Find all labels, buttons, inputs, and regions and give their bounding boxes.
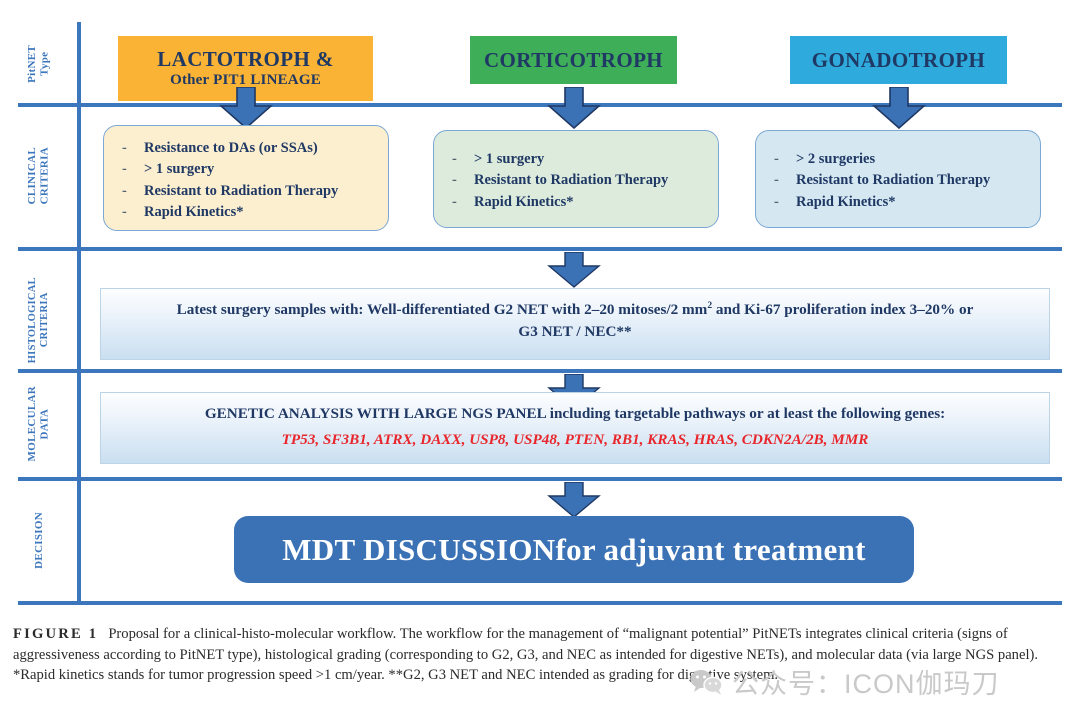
criteria-item: - > 2 surgeries xyxy=(774,149,1030,170)
type-title: LACTOTROPH & xyxy=(157,47,334,72)
criteria-box-lactotroph[interactable]: -Resistance to DAs (or SSAs) -> 1 surger… xyxy=(103,125,389,231)
row-label-pitnet-type: PitNET Type xyxy=(0,24,78,103)
dash-bullet: - xyxy=(122,204,127,221)
figure-number-label: FIGURE 1 xyxy=(13,626,99,642)
row-label-text: MOLECULAR DATA xyxy=(26,386,51,462)
arrow-molecular-to-decision xyxy=(547,482,601,518)
criteria-item: -Rapid Kinetics* xyxy=(122,202,378,223)
criteria-item: -Resistant to Radiation Therapy xyxy=(774,170,1030,191)
divider-row-type xyxy=(18,103,1062,107)
dash-bullet: - xyxy=(774,151,779,167)
dash-bullet: - xyxy=(452,172,457,189)
type-box-corticotroph[interactable]: CORTICOTROPH xyxy=(470,36,677,84)
molecular-data-band[interactable]: GENETIC ANALYSIS WITH LARGE NGS PANEL in… xyxy=(100,392,1050,464)
histological-line-1: Latest surgery samples with: Well-differ… xyxy=(127,299,1023,321)
type-title: GONADOTROPH xyxy=(811,47,986,72)
histological-superscript: 2 xyxy=(707,300,713,311)
criteria-item: - Resistance to DAs (or SSAs) xyxy=(122,138,378,159)
criteria-text: Resistant to Radiation Therapy xyxy=(144,182,339,199)
row-label-text: CLINICAL CRITERIA xyxy=(26,147,51,205)
divider-row-clinical xyxy=(18,247,1062,251)
figure-caption-text: Proposal for a clinical-histo-molecular … xyxy=(13,626,1039,684)
row-label-text: DECISION xyxy=(32,511,45,569)
criteria-item: -Rapid Kinetics* xyxy=(452,192,708,213)
dash-bullet: - xyxy=(122,182,127,199)
dash-bullet: - xyxy=(774,172,779,189)
criteria-text: Rapid Kinetics* xyxy=(796,193,896,210)
type-title: CORTICOTROPH xyxy=(483,47,664,72)
criteria-list: -> 2 surgeries -Resistant to Radiation T… xyxy=(774,149,1030,213)
arrow-clinical-to-histological xyxy=(547,252,601,288)
criteria-text: Rapid Kinetics* xyxy=(474,193,574,210)
row-label-histological-criteria: HISTOLOGICAL CRITERIA xyxy=(0,271,78,369)
arrow-corticotroph-down xyxy=(547,87,601,129)
histological-text-part1: Latest surgery samples with: Well-differ… xyxy=(176,301,708,318)
row-label-clinical-criteria: CLINICAL CRITERIA xyxy=(0,105,78,247)
criteria-list: -> 1 surgery -Resistant to Radiation The… xyxy=(452,149,708,213)
criteria-item: -Resistant to Radiation Therapy xyxy=(452,170,708,191)
criteria-item: - > 1 surgery xyxy=(452,149,708,170)
dash-bullet: - xyxy=(452,193,457,210)
histological-criteria-band[interactable]: Latest surgery samples with: Well-differ… xyxy=(100,288,1050,360)
criteria-text: > 2 surgeries xyxy=(796,151,876,167)
divider-row-molecular xyxy=(18,477,1062,481)
divider-row-histological xyxy=(18,369,1062,373)
type-box-gonadotroph[interactable]: GONADOTROPH xyxy=(790,36,1007,84)
arrow-lactotroph-down xyxy=(219,87,273,129)
mdt-rest-label: for adjuvant treatment xyxy=(555,531,866,567)
mdt-discussion-box[interactable]: MDT DISCUSSION for adjuvant treatment xyxy=(234,516,914,583)
criteria-box-gonadotroph[interactable]: -> 2 surgeries -Resistant to Radiation T… xyxy=(755,130,1041,228)
criteria-text: Resistant to Radiation Therapy xyxy=(796,172,991,189)
criteria-item: -Resistant to Radiation Therapy xyxy=(122,181,378,202)
criteria-text: Resistance to DAs (or SSAs) xyxy=(144,140,318,156)
dash-bullet: - xyxy=(774,193,779,210)
row-label-decision: DECISION xyxy=(0,479,78,601)
divider-vertical-labels xyxy=(77,22,81,605)
dash-bullet: - xyxy=(122,161,127,178)
criteria-item: -> 1 surgery xyxy=(122,159,378,180)
row-label-molecular-data: MOLECULAR DATA xyxy=(0,371,78,477)
criteria-text: > 1 surgery xyxy=(474,151,545,167)
criteria-text: Resistant to Radiation Therapy xyxy=(474,172,669,189)
row-label-text: PitNET Type xyxy=(26,44,51,83)
criteria-item: -Rapid Kinetics* xyxy=(774,192,1030,213)
row-label-text: HISTOLOGICAL CRITERIA xyxy=(26,276,50,364)
molecular-gene-list: TP53, SF3B1, ATRX, DAXX, USP8, USP48, PT… xyxy=(281,430,869,448)
histological-line-2: G3 NET / NEC** xyxy=(518,322,632,340)
criteria-box-corticotroph[interactable]: -> 1 surgery -Resistant to Radiation The… xyxy=(433,130,719,228)
type-subtitle: Other PIT1 LINEAGE xyxy=(170,72,321,89)
molecular-line-1: GENETIC ANALYSIS WITH LARGE NGS PANEL in… xyxy=(204,405,946,422)
criteria-text: Rapid Kinetics* xyxy=(144,204,244,221)
mdt-strong-label: MDT DISCUSSION xyxy=(282,531,556,567)
dash-bullet: - xyxy=(452,151,457,167)
dash-bullet: - xyxy=(122,140,127,156)
arrow-gonadotroph-down xyxy=(872,87,926,129)
divider-row-decision xyxy=(18,601,1062,605)
criteria-list: -Resistance to DAs (or SSAs) -> 1 surger… xyxy=(122,138,378,224)
histological-text-part2: and Ki-67 proliferation index 3–20% or xyxy=(712,301,974,318)
criteria-text: > 1 surgery xyxy=(144,161,215,178)
